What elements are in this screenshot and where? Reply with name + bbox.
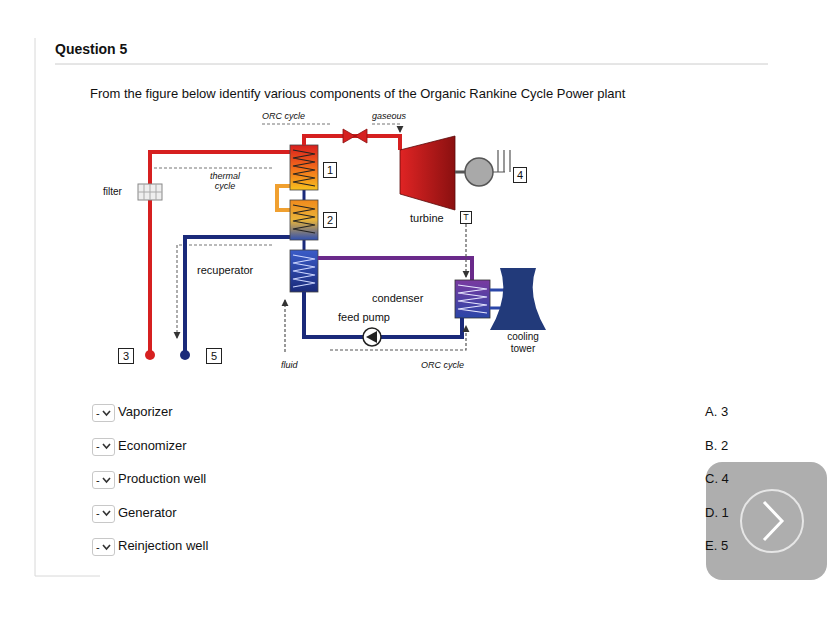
prompt-text: Economizer	[118, 439, 187, 454]
dropdown-value: -	[96, 507, 100, 519]
part-label: filter	[103, 186, 122, 198]
dropdown-chevron	[103, 411, 110, 415]
callout-text: 1	[327, 164, 333, 176]
answer-option: B. 2	[705, 439, 728, 454]
dropdown-chevron	[103, 511, 110, 515]
callout-number: 3	[118, 348, 134, 364]
prompt-text: Reinjection well	[118, 539, 208, 554]
dropdown-chevron	[102, 510, 111, 517]
answer-option: C. 4	[705, 472, 729, 487]
prompt-text: Vaporizer	[118, 405, 173, 420]
flow-label: ORC cycle	[262, 111, 305, 121]
callout-number: 2	[323, 212, 337, 228]
dropdown-chevron	[102, 443, 111, 450]
question-title: Question 5	[55, 41, 127, 57]
callout-number: 5	[206, 348, 222, 364]
question-text: From the figure below identify various c…	[90, 87, 625, 102]
part-label: condenser	[372, 292, 423, 305]
dropdown-value: -	[96, 440, 100, 452]
part-label: recuperator	[197, 264, 253, 277]
callout-number: 4	[513, 167, 527, 183]
dropdown-value: -	[96, 407, 100, 419]
answer-option: A. 3	[705, 405, 728, 420]
callout-text: 5	[211, 350, 217, 362]
answer-option: E. 5	[705, 539, 728, 554]
answer-dropdown: -	[92, 471, 115, 489]
dropdown-chevron	[102, 410, 111, 417]
dropdown-chevron	[102, 544, 111, 551]
dropdown-chevron	[103, 478, 110, 482]
part-label: feed pump	[338, 311, 390, 324]
prompt-text: Generator	[118, 506, 177, 521]
callout-number: 1	[323, 162, 337, 178]
flow-label: gaseous	[372, 111, 406, 121]
callout-text: 4	[517, 169, 523, 181]
flow-label: ORC cycle	[421, 360, 464, 370]
flow-label: thermal cycle	[205, 171, 245, 192]
dropdown-chevron	[102, 477, 111, 484]
callout-text: T	[463, 213, 469, 223]
answer-dropdown: -	[92, 404, 115, 422]
callout-number: T	[460, 211, 472, 224]
answer-dropdown: -	[92, 438, 115, 456]
dropdown-chevron	[103, 545, 110, 549]
dropdown-value: -	[96, 541, 100, 553]
dropdown-value: -	[96, 474, 100, 486]
answer-dropdown: -	[92, 505, 115, 523]
prompt-text: Production well	[118, 472, 206, 487]
answer-option: D. 1	[705, 506, 729, 521]
callout-text: 2	[327, 214, 333, 226]
dropdown-chevron	[103, 444, 110, 448]
part-label: turbine	[410, 212, 444, 225]
flow-label: fluid	[281, 360, 298, 370]
answer-dropdown: -	[92, 538, 115, 556]
callout-text: 3	[123, 350, 129, 362]
part-label: cooling tower	[497, 331, 549, 354]
